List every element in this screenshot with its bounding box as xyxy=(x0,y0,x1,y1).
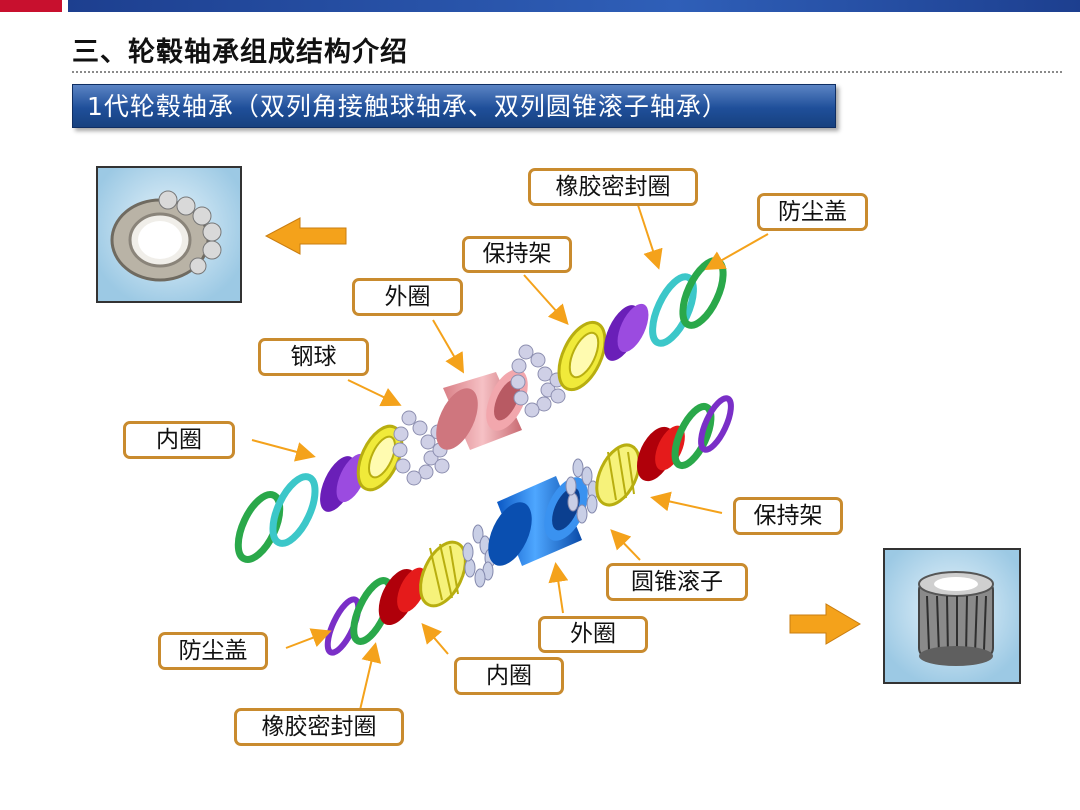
header-blue-bar xyxy=(68,0,1080,12)
label-upper-cage: 保持架 xyxy=(462,236,572,273)
label-upper-steel-ball: 钢球 xyxy=(258,338,369,376)
title-divider xyxy=(72,71,1062,73)
page-title: 三、轮毂轴承组成结构介绍 xyxy=(72,37,408,68)
upper-seal-purple xyxy=(604,303,649,361)
ball-bearing-photo xyxy=(96,166,242,303)
upper-cage-left xyxy=(356,424,404,492)
tapered-bearing-photo xyxy=(883,548,1021,684)
left-orange-arrow xyxy=(264,217,347,255)
label-upper-dust-cover: 防尘盖 xyxy=(757,193,868,231)
label-lower-cage: 保持架 xyxy=(733,497,843,535)
upper-cage-right xyxy=(557,320,607,392)
label-upper-outer-ring: 外圈 xyxy=(352,278,463,316)
tapered-bearing-image xyxy=(918,571,994,666)
lower-cage-right xyxy=(595,443,641,507)
right-orange-arrow xyxy=(789,603,861,645)
label-lower-tapered-roller: 圆锥滚子 xyxy=(606,563,748,601)
label-lower-rubber-seal: 橡胶密封圈 xyxy=(234,708,404,746)
label-upper-inner-ring: 内圈 xyxy=(123,421,235,459)
lower-assembly xyxy=(324,395,734,656)
label-lower-inner-ring: 内圈 xyxy=(454,657,564,695)
lower-inner-ring-left xyxy=(378,567,427,626)
label-lower-outer-ring: 外圈 xyxy=(538,616,648,653)
ball-bearing-image xyxy=(110,190,222,282)
section-banner: 1代轮毂轴承（双列角接触球轴承、双列圆锥滚子轴承） xyxy=(72,84,836,128)
label-lower-dust-cover: 防尘盖 xyxy=(158,632,268,670)
lower-rollers-right xyxy=(565,458,599,524)
lower-cage-left xyxy=(419,540,467,608)
leader-lines xyxy=(251,204,769,711)
header-red-bar xyxy=(0,0,62,12)
label-upper-rubber-seal: 橡胶密封圈 xyxy=(528,168,698,206)
upper-assembly xyxy=(234,257,727,563)
